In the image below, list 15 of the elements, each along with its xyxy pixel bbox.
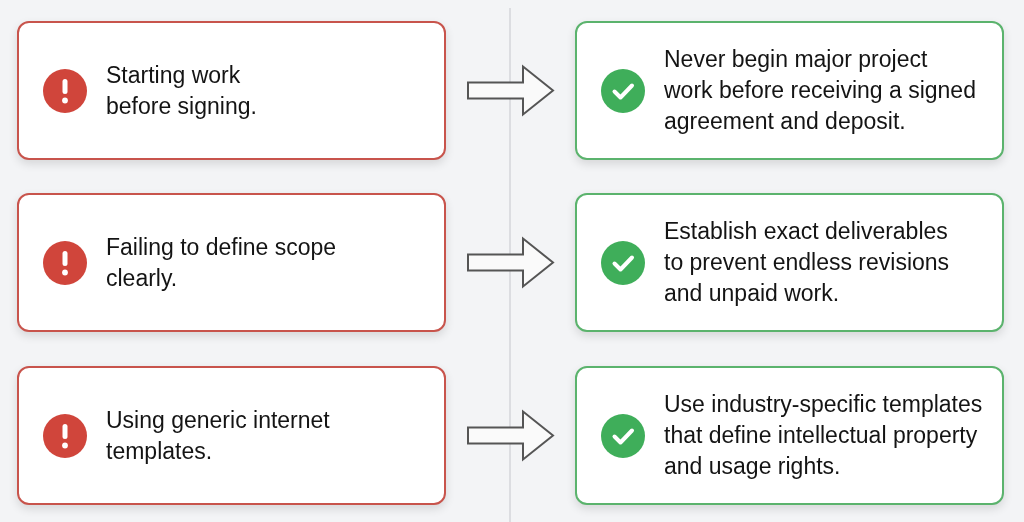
card-text: Failing to define scope clearly. — [106, 232, 338, 293]
card-text: Establish exact deliverables to prevent endless revisions and unpaid work. — [664, 217, 951, 308]
mistake-card — [17, 21, 446, 160]
block-arrow — [467, 64, 555, 117]
card-text: Starting work before signing. — [106, 60, 258, 121]
card-text: Use industry-specific templates that define intellectual property and usage rights. — [664, 390, 984, 481]
card-text: Using generic internet templates. — [106, 405, 331, 466]
mistake-card — [17, 193, 446, 332]
solution-card — [575, 21, 1004, 160]
solution-card — [575, 193, 1004, 332]
card-text: Never begin major project work before receiving a signed agreement and deposit. — [664, 45, 977, 136]
block-arrow — [467, 409, 555, 462]
block-arrow — [467, 236, 555, 289]
solution-card — [575, 366, 1004, 505]
mistake-card — [17, 366, 446, 505]
